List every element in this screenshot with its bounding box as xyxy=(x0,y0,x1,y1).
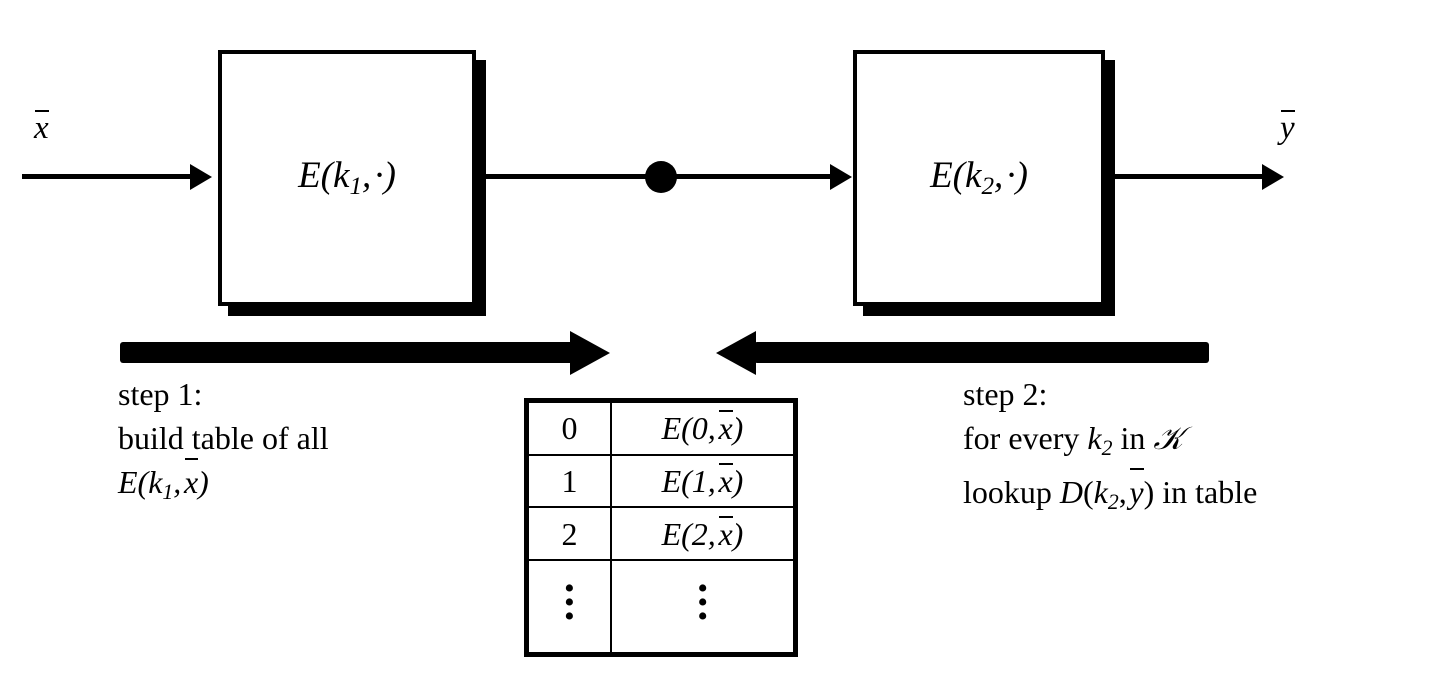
input-plaintext-label: x xyxy=(34,110,49,146)
encrypt-block-1[interactable]: E(k1, ·) xyxy=(218,50,476,306)
step-1-line-3: E(k1, x) xyxy=(118,458,329,514)
table-cell-value: E(0, x) xyxy=(609,403,793,456)
table-row: 1 E(1, x) xyxy=(529,453,793,509)
step-2-heading: step 2: xyxy=(963,376,1048,412)
output-wire xyxy=(1103,174,1267,179)
step-2-arrow-shaft xyxy=(754,342,1209,363)
table-cell-value-ellipsis: ••• xyxy=(609,558,793,652)
step-2-line-2: for every k2 in 𝒦 xyxy=(963,420,1184,461)
table-row: 2 E(2, x) xyxy=(529,506,793,561)
table-cell-key-ellipsis: ••• xyxy=(529,558,612,652)
table-cell-key: 0 xyxy=(529,403,612,456)
step-2-line-3: lookup D(k2, y) in table xyxy=(963,468,1257,524)
output-ciphertext-label: y xyxy=(1280,110,1295,146)
encrypt-block-2-input-arrowhead-icon xyxy=(830,164,852,190)
table-cell-value: E(1, x) xyxy=(609,453,793,509)
step-1-line-2: build table of all xyxy=(118,420,329,456)
encrypt-block-2[interactable]: E(k2, ·) xyxy=(853,50,1105,306)
encrypt-block-2-label: E(k2, ·) xyxy=(930,154,1028,200)
table-row-ellipsis: ••• ••• xyxy=(529,558,793,652)
step-1-arrow-shaft xyxy=(120,342,575,363)
step-1-heading: step 1: xyxy=(118,376,203,412)
output-arrowhead-icon xyxy=(1262,164,1284,190)
table-cell-key: 1 xyxy=(529,453,612,509)
input-arrowhead-icon xyxy=(190,164,212,190)
step-1-arrowhead-icon xyxy=(570,331,610,375)
table-cell-key: 2 xyxy=(529,506,612,561)
intermediate-value-dot-icon xyxy=(645,161,677,193)
table-row: 0 E(0, x) xyxy=(529,403,793,456)
step-2-arrowhead-icon xyxy=(716,331,756,375)
step-1-caption: step 1: build table of all E(k1, x) xyxy=(118,372,329,514)
table-cell-value: E(2, x) xyxy=(609,506,793,561)
precomputed-encryption-table[interactable]: 0 E(0, x) 1 E(1, x) 2 E(2, x) ••• xyxy=(524,398,798,657)
input-wire xyxy=(22,174,198,179)
step-2-caption: step 2: for every k2 in 𝒦 lookup D(k2, y… xyxy=(963,372,1257,524)
encrypt-block-1-label: E(k1, ·) xyxy=(298,154,396,200)
